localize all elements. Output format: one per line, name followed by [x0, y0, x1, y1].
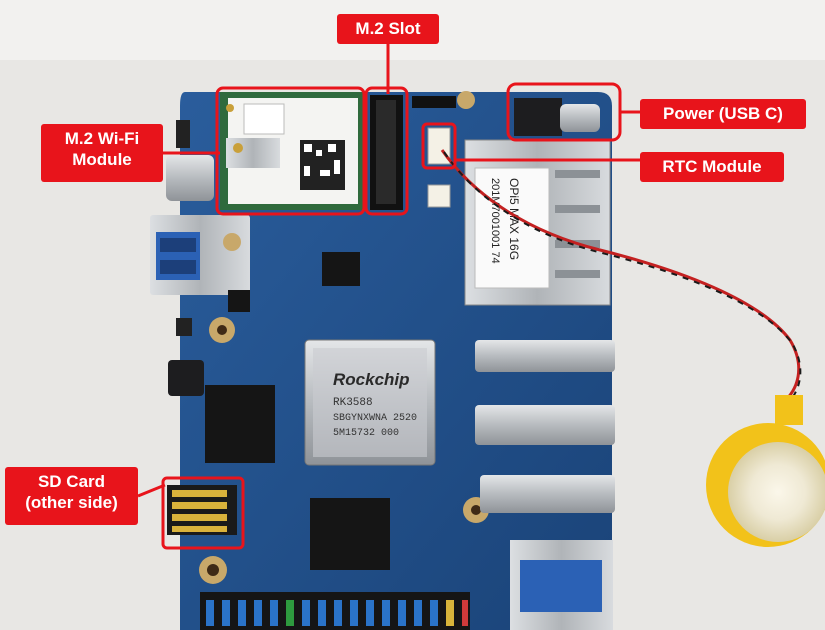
mount-hole-4	[223, 233, 241, 251]
label-m2-wifi-line1: M.2 Wi-Fi	[64, 129, 140, 148]
chip-brand: Rockchip	[333, 370, 410, 389]
chip-line3: SBGYNXWNA 2520	[333, 413, 417, 424]
label-rtc-module: RTC Module	[640, 152, 784, 182]
ethernet-sticker-line1: OPi5 MAX 16G	[507, 178, 521, 260]
label-m2-wifi-module: M.2 Wi-Fi Module	[41, 124, 163, 182]
label-sd-card: SD Card (other side)	[5, 467, 138, 525]
chip-model: RK3588	[333, 397, 373, 409]
label-m2-slot: M.2 Slot	[337, 14, 439, 44]
small-ic-1	[322, 252, 360, 286]
small-ic-2	[228, 290, 250, 312]
label-m2-wifi-line2: Module	[72, 150, 132, 169]
button-left-2	[176, 318, 192, 336]
gpio-header	[200, 592, 470, 630]
chip-line4: 5M15732 000	[333, 428, 399, 439]
button-left-1	[176, 120, 190, 148]
ram-chip-1	[205, 385, 275, 463]
wifi-shield-tab	[226, 138, 280, 168]
label-sd-line1: SD Card	[37, 472, 106, 491]
fan-connector	[427, 184, 451, 208]
label-sd-line2: (other side)	[25, 493, 118, 512]
usb-c-port-left	[166, 155, 214, 201]
highlight-boxes	[161, 82, 622, 550]
audio-jack	[168, 360, 204, 396]
top-pin-headers	[412, 96, 456, 108]
power-usb-c-port	[514, 98, 562, 136]
label-power-usb-c: Power (USB C)	[640, 99, 806, 129]
ethernet-sticker-line2: 201M7001001 74	[489, 178, 501, 264]
ram-chip-2	[310, 498, 390, 570]
hdmi-ports	[475, 340, 615, 513]
rtc-cable	[440, 149, 801, 407]
rtc-battery	[706, 395, 825, 547]
